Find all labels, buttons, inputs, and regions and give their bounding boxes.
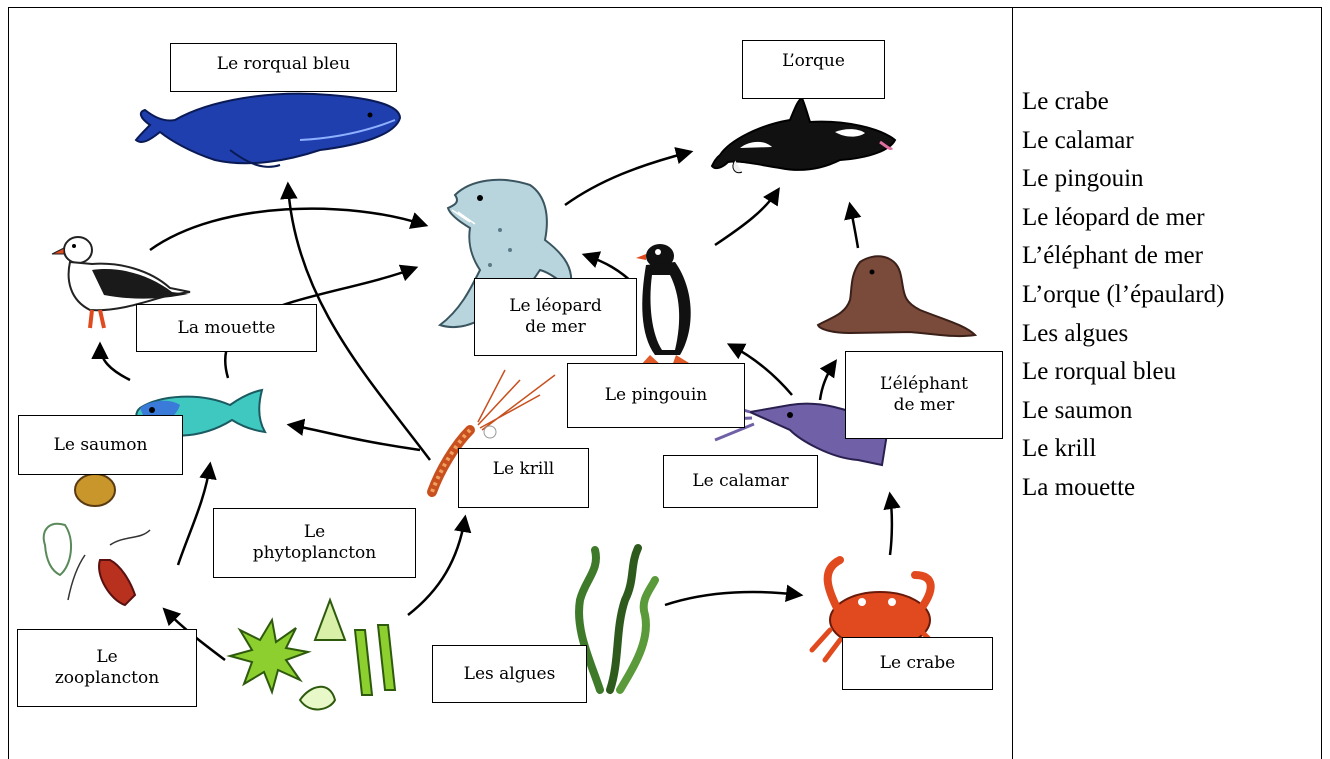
word-bank-item: Les algues (1022, 319, 1129, 347)
crab-illustration (809, 556, 943, 665)
label-zooplancton: Le zooplancton (17, 629, 197, 707)
krill-illustration (427, 369, 556, 497)
arrow-calamar-to-pingouin (726, 343, 793, 396)
arrow-krill-to-rorqual (280, 181, 431, 461)
arrow-zoo-to-saumon (176, 461, 217, 566)
label-rorqual-bleu: Le rorqual bleu (170, 43, 397, 92)
label-mouette: La mouette (136, 304, 317, 352)
blue-whale-illustration (134, 92, 402, 168)
phytoplankton-illustration (226, 597, 397, 711)
arrow-elephant-to-orque (844, 201, 862, 249)
food-web-arrows (91, 147, 901, 661)
label-pingouin: Le pingouin (567, 363, 745, 428)
word-bank-item: L’éléphant de mer (1022, 242, 1203, 270)
arrow-mouette-to-leopard (149, 207, 429, 252)
label-crabe: Le crabe (842, 637, 993, 690)
word-bank-item: Le krill (1022, 435, 1097, 463)
word-bank-item: La mouette (1022, 473, 1136, 501)
label-saumon: Le saumon (18, 415, 183, 475)
label-algues: Les algues (432, 645, 587, 703)
word-bank: Le crabe Le calamar Le pingouin Le léopa… (1022, 83, 1224, 508)
arrow-algues-to-crabe (664, 584, 804, 607)
arrow-saumon-to-mouette (91, 341, 131, 382)
arrow-pingouin-to-orque (714, 187, 780, 247)
label-phytoplancton: Le phytoplancton (213, 508, 416, 578)
word-bank-item: Le rorqual bleu (1022, 358, 1177, 386)
algae-illustration (575, 544, 659, 694)
word-bank-item: L’orque (l’épaulard) (1022, 280, 1225, 308)
orca-illustration (710, 96, 897, 174)
label-krill: Le krill (458, 448, 589, 508)
word-bank-item: Le pingouin (1022, 165, 1144, 193)
word-bank-item: Le saumon (1022, 396, 1133, 424)
zooplankton-illustration (42, 473, 151, 607)
word-bank-item: Le calamar (1022, 126, 1134, 154)
arrow-leopard-to-orque (564, 147, 694, 207)
seagull-illustration (51, 236, 191, 329)
label-elephant-de-mer: L’éléphant de mer (845, 351, 1003, 439)
label-calamar: Le calamar (663, 455, 818, 508)
label-orque: L’orque (742, 40, 885, 99)
arrow-phyto-to-krill (407, 514, 472, 616)
penguin-illustration (636, 244, 694, 366)
arrow-crabe-to-calamar (883, 491, 901, 556)
arrow-calamar-to-elephant (818, 359, 838, 401)
word-bank-item: Le crabe (1022, 88, 1109, 115)
elephant-seal-illustration (816, 255, 978, 338)
arrow-krill-to-saumon (286, 418, 421, 452)
column-divider (1012, 7, 1013, 759)
label-leopard-de-mer: Le léopard de mer (474, 278, 637, 356)
page-frame (8, 7, 1322, 759)
word-bank-item: Le léopard de mer (1022, 203, 1205, 231)
